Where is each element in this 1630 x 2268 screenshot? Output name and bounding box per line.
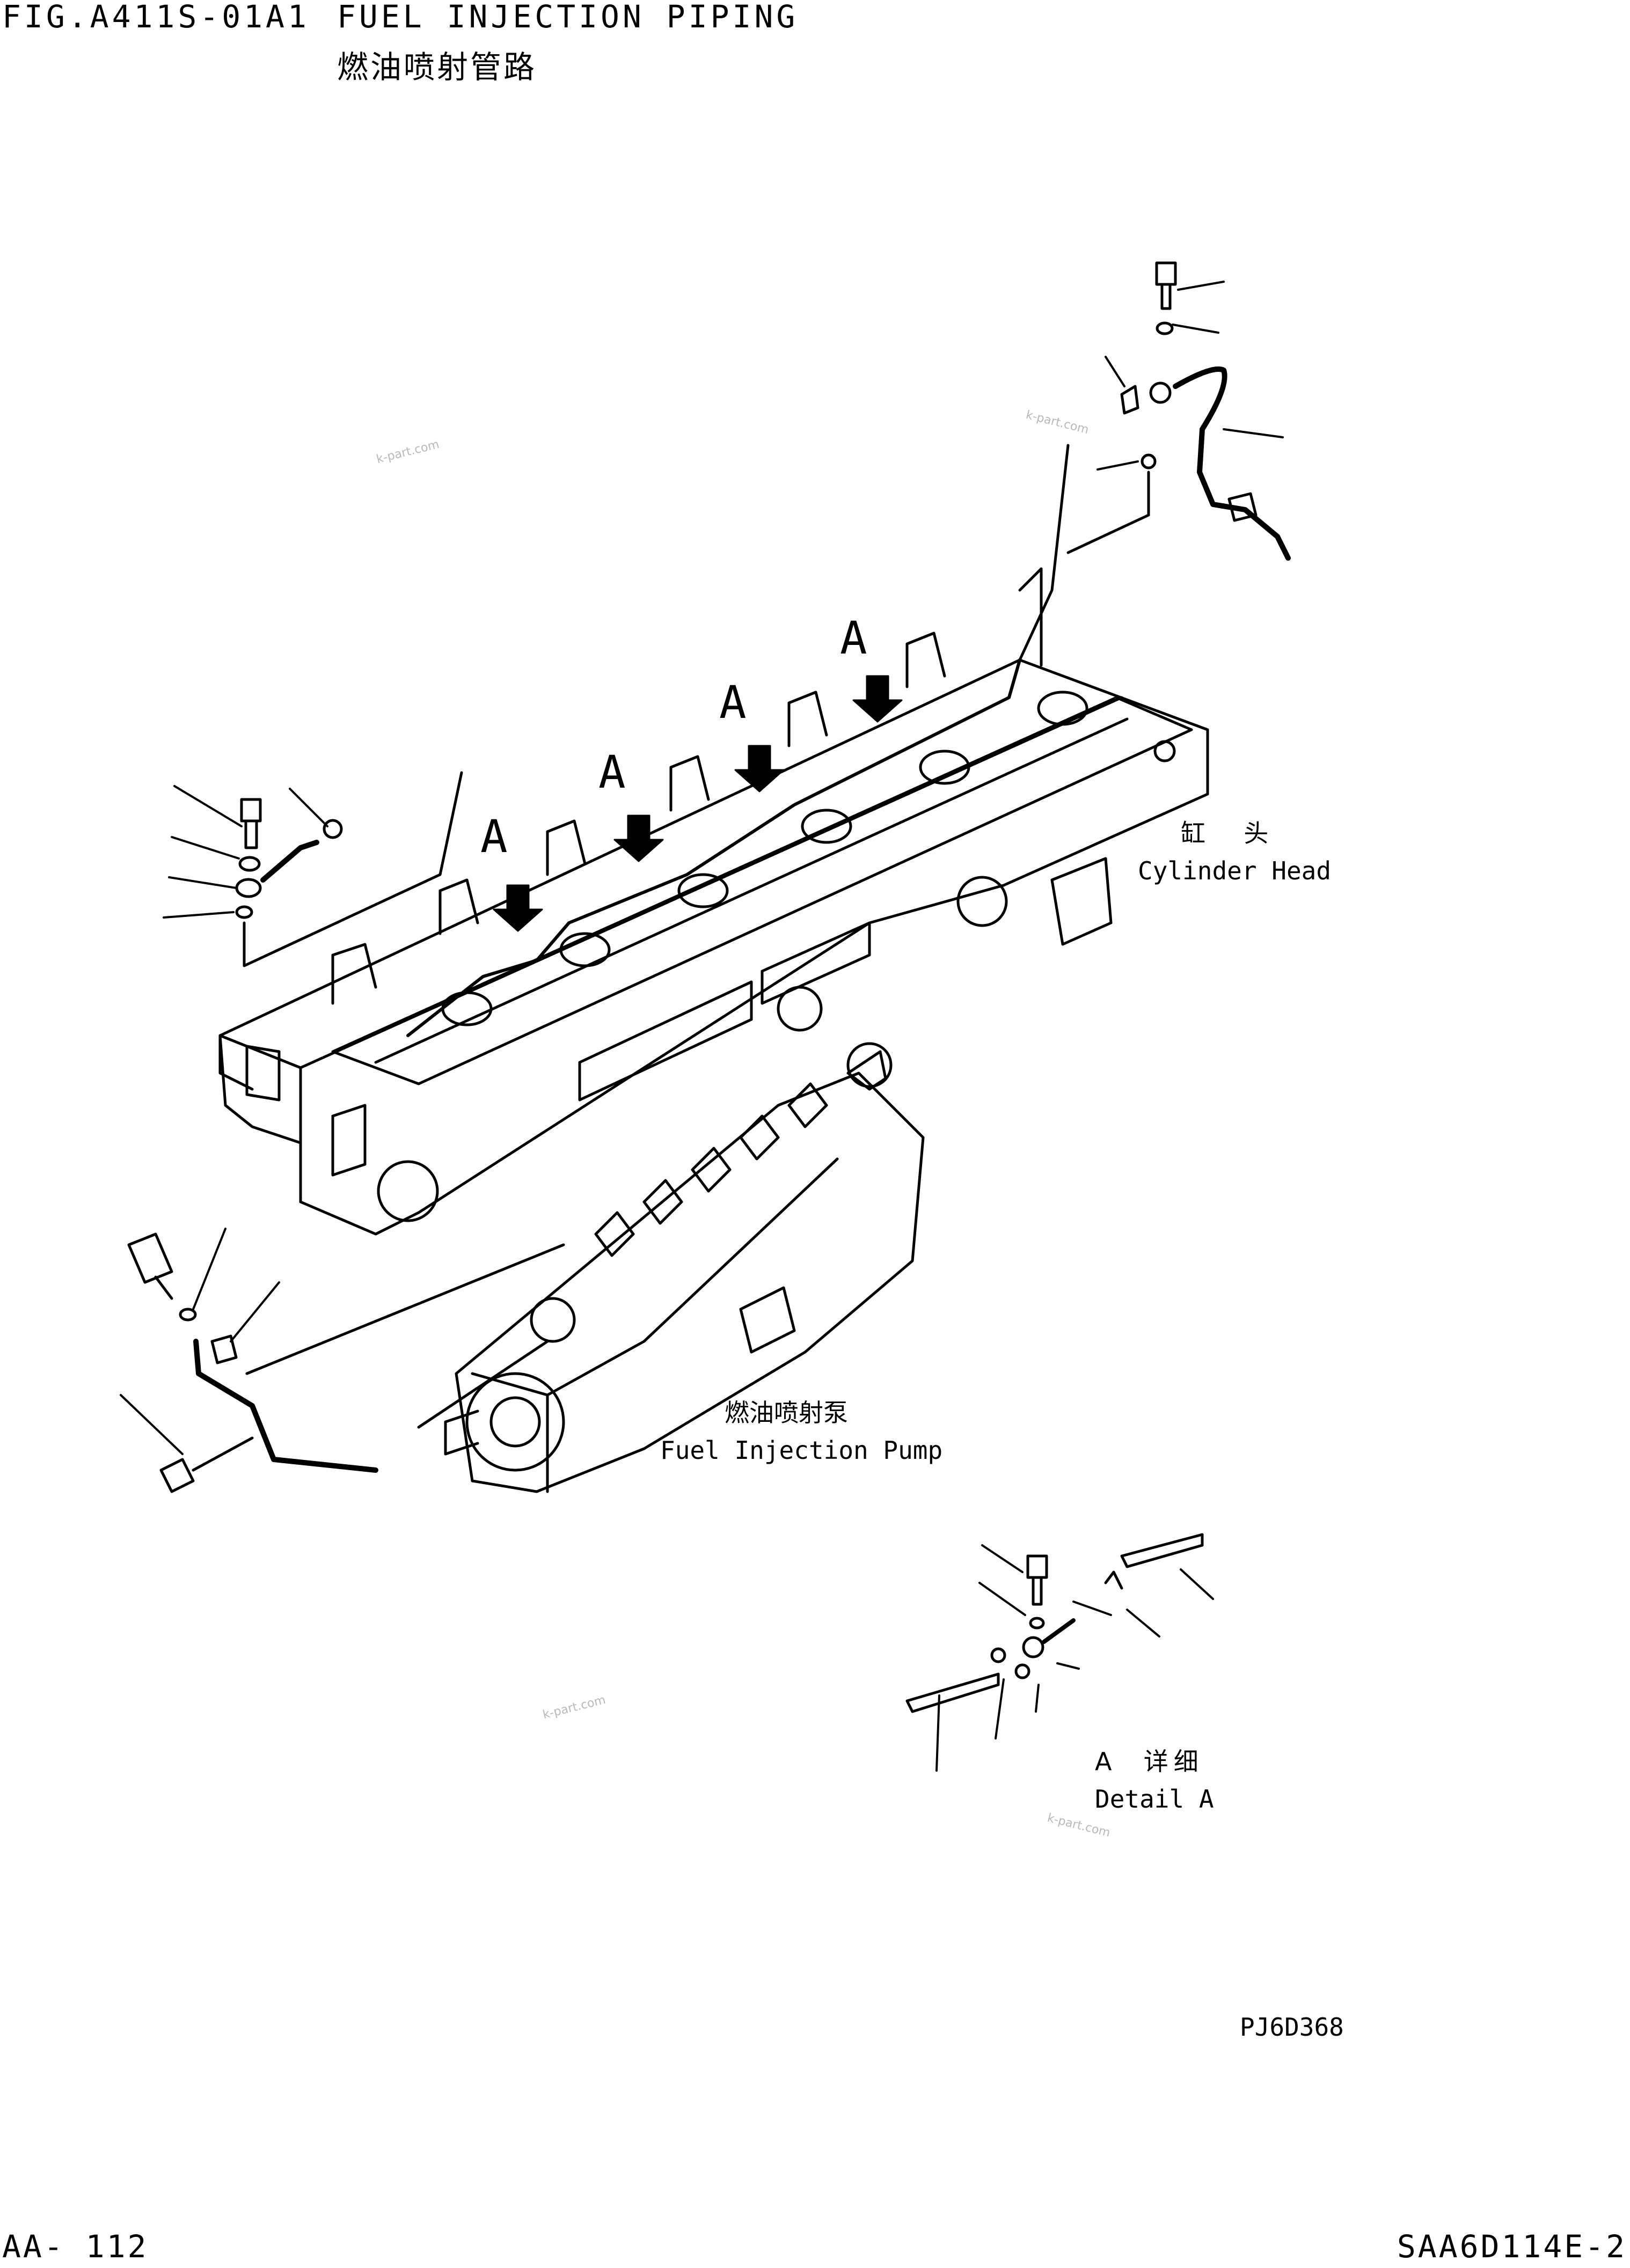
view-marker-a-4: A bbox=[840, 612, 867, 664]
left-banjo-assembly bbox=[235, 771, 463, 967]
detail-a-arrows bbox=[493, 675, 903, 932]
upper-callout-lines bbox=[1097, 281, 1284, 471]
page-number: AA- 112 bbox=[2, 2228, 149, 2265]
view-marker-a-3: A bbox=[719, 676, 747, 729]
detail-a-label-cn: A 详细 bbox=[1095, 1747, 1204, 1776]
detail-a-callout-lines bbox=[935, 1544, 1214, 1772]
detail-a-drawing bbox=[905, 1533, 1204, 1713]
cylinder-head-label-cn: 缸 头 bbox=[1181, 819, 1276, 848]
figure-title: FUEL INJECTION PIPING bbox=[337, 0, 799, 35]
detail-a-label: Detail A bbox=[1095, 1785, 1214, 1814]
cylinder-head-label: Cylinder Head bbox=[1138, 856, 1332, 885]
fuel-injection-pump-drawing bbox=[444, 1042, 925, 1493]
lower-left-pipe-assembly bbox=[127, 1232, 565, 1493]
view-marker-a-2: A bbox=[598, 746, 626, 798]
lower-left-callout-lines bbox=[120, 1228, 280, 1455]
figure-code: FIG.A411S-01A1 bbox=[2, 0, 310, 35]
fuel-return-line bbox=[406, 658, 1021, 1037]
figure-title-chinese: 燃油喷射管路 bbox=[337, 49, 537, 85]
cylinder-head-drawing bbox=[218, 632, 1209, 1236]
drawing-number: PJ6D368 bbox=[1240, 2013, 1344, 2042]
fuel-injection-pump-label-cn: 燃油喷射泵 bbox=[725, 1398, 848, 1427]
view-marker-a-1: A bbox=[480, 810, 508, 863]
fuel-injection-pump-label: Fuel Injection Pump bbox=[660, 1436, 943, 1465]
upper-banjo-assembly bbox=[1018, 261, 1291, 667]
model-code: SAA6D114E-2 bbox=[1397, 2228, 1627, 2265]
left-callout-lines bbox=[163, 785, 328, 919]
